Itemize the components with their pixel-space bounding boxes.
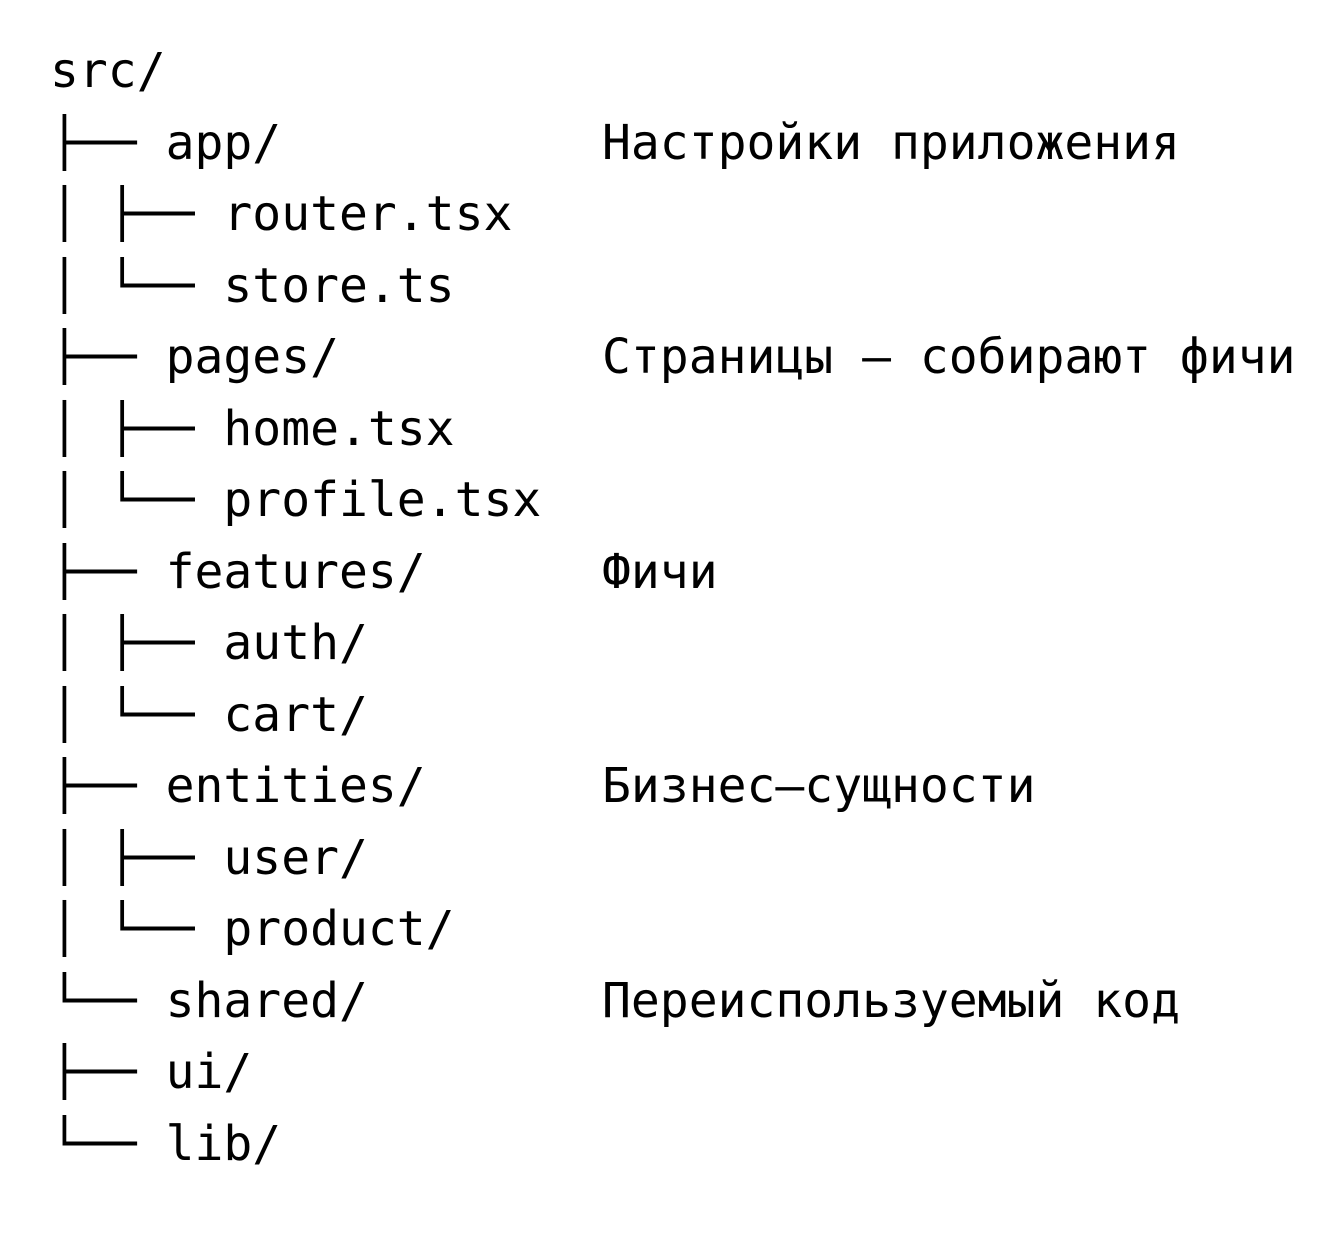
branch-glyphs: │ └── [50,901,224,957]
entry-shared: shared/ [165,972,368,1029]
entry-src: src/ [50,43,166,99]
entry-cart: cart/ [223,686,368,743]
tree-row-profile: │ └── profile.tsx [50,465,1342,537]
tree-row-product: │ └── product/ [50,894,1342,966]
comment-features: Фичи [602,543,718,600]
entry-pages: pages/ [165,329,339,385]
branch-glyphs: ├── [50,329,166,385]
entry-router-tsx: router.tsx [223,186,513,242]
branch-glyphs: │ ├── [50,400,224,457]
branch-glyphs: └── [50,1115,166,1172]
branch-glyphs: ├── [50,543,166,600]
entry-lib: lib/ [165,1115,282,1172]
branch-glyphs: └── [50,972,166,1029]
entry-features: features/ [165,543,426,600]
tree-row-ui: ├── ui/ [50,1037,1342,1109]
branch-glyphs: │ └── [50,472,224,528]
tree-row-user: │ ├── user/ [50,823,1342,895]
tree-row-src: src/ [50,36,1342,108]
branch-glyphs: │ ├── [50,615,224,671]
tree-row-entities: ├── entities/Бизнес—сущности [50,751,1342,823]
tree-row-lib: └── lib/ [50,1109,1342,1181]
entry-user: user/ [223,829,368,886]
directory-tree: src/ ├── app/Настройки приложения │ ├── … [50,36,1342,1181]
comment-app: Настройки приложения [602,114,1180,171]
tree-row-router: │ ├── router.tsx [50,179,1342,251]
tree-row-home: │ ├── home.tsx [50,394,1342,466]
branch-glyphs: ├── [50,114,166,171]
tree-row-auth: │ ├── auth/ [50,608,1342,680]
entry-app: app/ [165,114,282,171]
branch-glyphs: │ └── [50,257,224,314]
comment-pages: Страницы — собирают фичи [602,329,1296,385]
entry-product: product/ [223,901,455,957]
branch-glyphs: │ ├── [50,829,224,886]
tree-row-cart: │ └── cart/ [50,680,1342,752]
branch-glyphs: ├── [50,758,166,814]
tree-row-app: ├── app/Настройки приложения [50,108,1342,180]
tree-row-pages: ├── pages/Страницы — собирают фичи [50,322,1342,394]
entry-profile-tsx: profile.tsx [223,472,542,528]
entry-ui: ui/ [165,1044,253,1100]
tree-row-shared: └── shared/Переиспользуемый код [50,966,1342,1038]
comment-shared: Переиспользуемый код [602,972,1180,1029]
branch-glyphs: ├── [50,1044,166,1100]
entry-entities: entities/ [165,758,426,814]
entry-home-tsx: home.tsx [223,400,455,457]
entry-auth: auth/ [223,615,368,671]
tree-row-store: │ └── store.ts [50,251,1342,323]
branch-glyphs: │ └── [50,686,224,743]
comment-entities: Бизнес—сущности [602,758,1036,814]
branch-glyphs: │ ├── [50,186,224,242]
entry-store-ts: store.ts [223,257,455,314]
tree-row-features: ├── features/Фичи [50,537,1342,609]
